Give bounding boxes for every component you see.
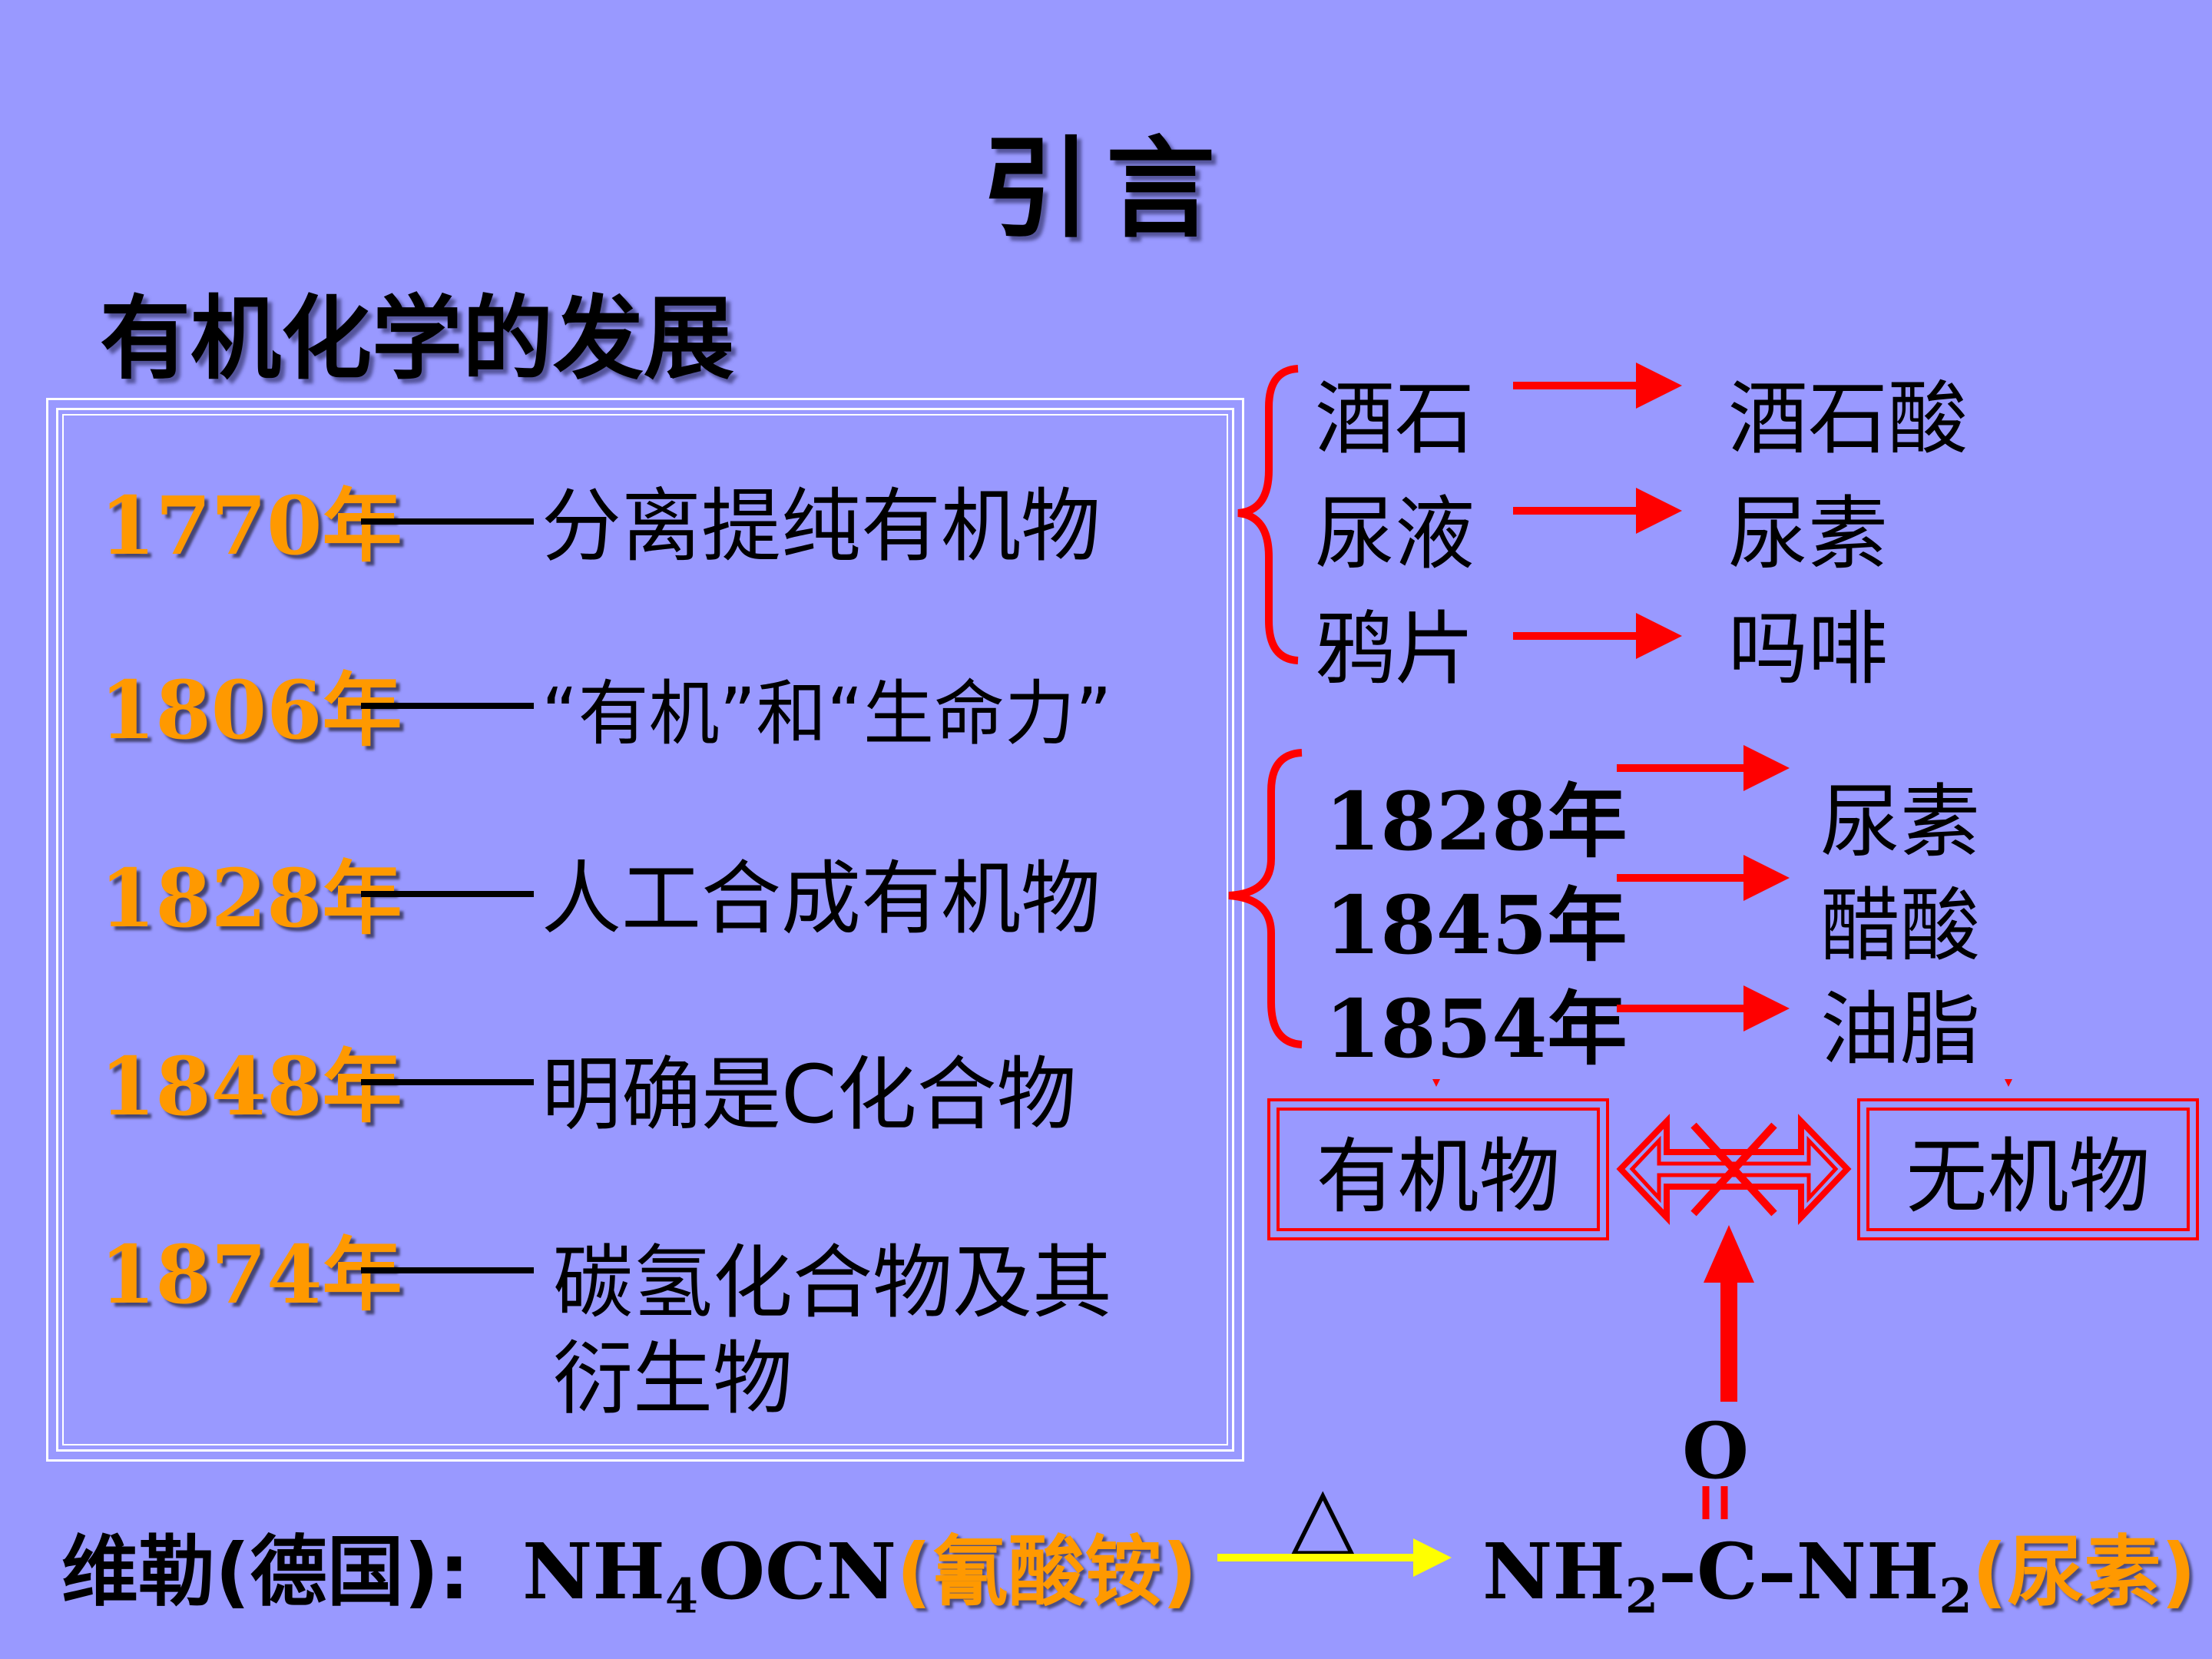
timeline-dash (361, 518, 534, 525)
wohler-label: 维勒(德国): (61, 1527, 470, 1617)
synthesis-product-1: 尿素 (1820, 775, 1981, 869)
timeline-year-1770: 1770年 (100, 478, 402, 573)
timeline-year-1806: 1806年 (100, 663, 402, 757)
middle-brace (1228, 749, 1303, 1048)
section-subtitle: 有机化学的发展 (100, 286, 735, 392)
timeline-year-1874: 1874年 (100, 1227, 402, 1322)
product-subscript-left: 2 (1624, 1568, 1659, 1624)
timeline-dash (361, 1267, 534, 1273)
timeline-desc-1806: “有机”和“生命力” (541, 673, 1112, 755)
timeline-desc-1874-line1: 碳氢化合物及其 (553, 1236, 1113, 1330)
page-title: 引言 (982, 126, 1230, 253)
heat-symbol: △ (1290, 1467, 1356, 1565)
reactant-nh: NH (522, 1526, 665, 1617)
inorganic-box: 无机物 (1857, 1098, 2199, 1240)
timeline-box (46, 398, 1244, 1462)
tick-mark-right (2005, 1079, 2012, 1087)
timeline-year-1828: 1828年 (100, 851, 402, 945)
synthesis-year-1: 1828年 (1325, 774, 1628, 869)
synthesis-product-2: 醋酸 (1820, 879, 1981, 972)
top-brace (1237, 365, 1299, 664)
product-formula: NH2–C–NH2(尿素) (1482, 1509, 2196, 1624)
timeline-dash (361, 1079, 534, 1085)
isolation-product-3: 吗啡 (1728, 602, 1889, 696)
synthesis-year-3: 1854年 (1325, 982, 1628, 1076)
product-subscript-right: 2 (1939, 1568, 1972, 1624)
reactant-formula: NH4OCN(氰酸铵) (522, 1509, 1197, 1624)
up-arrow-head (1704, 1225, 1754, 1283)
reactant-name: (氰酸铵) (896, 1527, 1197, 1617)
timeline-desc-1770: 分离提纯有机物 (541, 479, 1101, 573)
up-arrow-shaft (1720, 1275, 1737, 1402)
reactant-ocn: OCN (698, 1526, 897, 1617)
organic-box: 有机物 (1267, 1098, 1609, 1240)
isolation-product-1: 酒石酸 (1728, 372, 1969, 465)
blocked-double-arrow (1616, 1114, 1852, 1225)
cross-line-2 (1690, 1122, 1777, 1217)
product-nh-left: NH (1482, 1526, 1625, 1617)
isolation-source-1: 酒石 (1315, 372, 1475, 465)
reactant-subscript: 4 (664, 1568, 699, 1624)
timeline-desc-1828: 人工合成有机物 (541, 852, 1101, 945)
tick-mark-left (1432, 1079, 1440, 1087)
product-oxygen: O (1682, 1406, 1750, 1496)
product-c-nh: –C–NH (1658, 1526, 1939, 1617)
timeline-desc-1848: 明确是C化合物 (541, 1048, 1077, 1141)
timeline-dash (361, 703, 534, 709)
isolation-source-2: 尿液 (1315, 487, 1475, 581)
synthesis-year-2: 1845年 (1325, 878, 1628, 972)
product-name: (尿素) (1972, 1527, 2197, 1617)
synthesis-product-3: 油脂 (1820, 982, 1981, 1076)
timeline-year-1848: 1848年 (100, 1039, 402, 1134)
timeline-desc-1874-line2: 衍生物 (553, 1332, 793, 1426)
isolation-product-2: 尿素 (1728, 487, 1889, 581)
isolation-source-3: 鸦片 (1315, 602, 1475, 696)
timeline-dash (361, 891, 534, 897)
